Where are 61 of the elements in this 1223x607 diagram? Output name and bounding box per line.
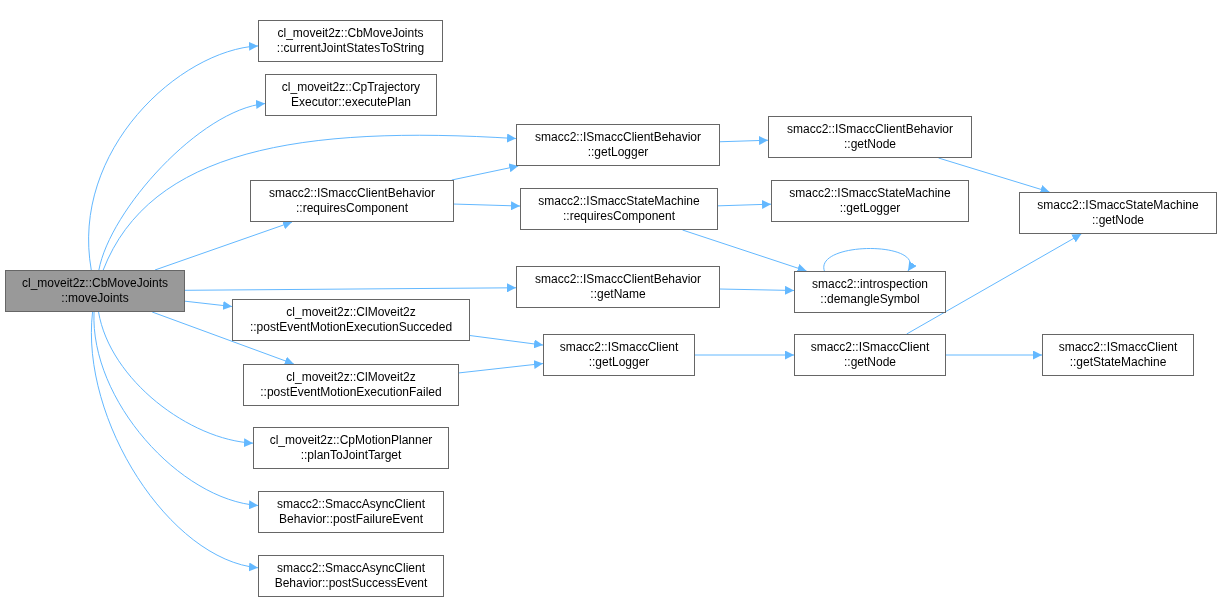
arrow	[102, 133, 517, 271]
arrow	[98, 311, 254, 447]
arrow	[694, 350, 795, 360]
arrow	[938, 157, 1050, 194]
arrow	[719, 285, 795, 295]
arrow	[184, 300, 233, 310]
arrow	[453, 201, 521, 211]
function-box	[250, 180, 454, 222]
function-box	[5, 270, 185, 312]
function-box	[258, 20, 443, 62]
arrow	[945, 350, 1043, 360]
function-box	[258, 491, 444, 533]
function-box	[1019, 192, 1217, 234]
function-box	[243, 364, 459, 406]
function-box	[543, 334, 695, 376]
arrow	[154, 220, 293, 271]
function-box	[1042, 334, 1194, 376]
function-box	[516, 266, 720, 308]
function-name: smacc2::ISmaccClientBehavior ::getLogger	[533, 130, 703, 160]
function-box	[265, 74, 437, 116]
arrow	[906, 233, 1082, 335]
function-name: smacc2::ISmaccClientBehavior ::getName	[533, 272, 703, 302]
arrow	[151, 311, 295, 366]
function-box	[768, 116, 972, 158]
arrow	[719, 136, 769, 145]
function-name: smacc2::SmaccAsyncClient Behavior::postSuccessEvent	[273, 561, 429, 591]
arrow	[88, 42, 259, 271]
function-box	[253, 427, 449, 469]
function-name: cl_moveit2z::CbMoveJoints ::moveJoints	[20, 276, 170, 306]
arrow	[458, 360, 544, 374]
arrow	[93, 311, 259, 509]
function-name: smacc2::ISmaccClient ::getLogger	[558, 340, 680, 370]
function-box	[232, 299, 470, 341]
function-box	[520, 188, 718, 230]
arrow	[451, 163, 519, 181]
function-box	[258, 555, 444, 597]
function-name: smacc2::introspection ::demangleSymbol	[810, 277, 930, 307]
arrow	[98, 101, 266, 271]
function-name: smacc2::ISmaccClient ::getStateMachine	[1057, 340, 1179, 370]
function-name: smacc2::ISmaccClientBehavior ::requiresComponent	[267, 186, 437, 216]
function-name: smacc2::ISmaccClientBehavior ::getNode	[785, 122, 955, 152]
function-name: smacc2::ISmaccStateMachine ::getLogger	[788, 186, 952, 216]
arrow	[91, 311, 259, 571]
function-box	[771, 180, 969, 222]
function-box	[794, 271, 946, 313]
function-name: cl_moveit2z::CbMoveJoints ::currentJointStatesToString	[275, 26, 426, 56]
function-name: cl_moveit2z::CpMotionPlanner ::planToJointTarget	[268, 433, 434, 463]
arrow	[469, 335, 544, 349]
function-name: smacc2::ISmaccStateMachine ::requiresComponent	[537, 194, 701, 224]
function-name: cl_moveit2z::CpTrajectory Executor::executePlan	[280, 80, 422, 110]
arrow	[184, 283, 517, 293]
function-name: smacc2::ISmaccStateMachine ::getNode	[1036, 198, 1200, 228]
arrow	[682, 229, 807, 273]
function-name: cl_moveit2z::ClMoveit2z ::postEventMotionExecutionSucceded	[248, 305, 454, 335]
function-box	[794, 334, 946, 376]
function-box	[516, 124, 720, 166]
arrow	[823, 248, 916, 272]
arrow	[717, 199, 772, 209]
function-name: smacc2::SmaccAsyncClient Behavior::postFailureEvent	[275, 497, 426, 527]
function-name: cl_moveit2z::ClMoveit2z ::postEventMotionExecutionFailed	[259, 370, 443, 400]
function-name: smacc2::ISmaccClient ::getNode	[809, 340, 931, 370]
